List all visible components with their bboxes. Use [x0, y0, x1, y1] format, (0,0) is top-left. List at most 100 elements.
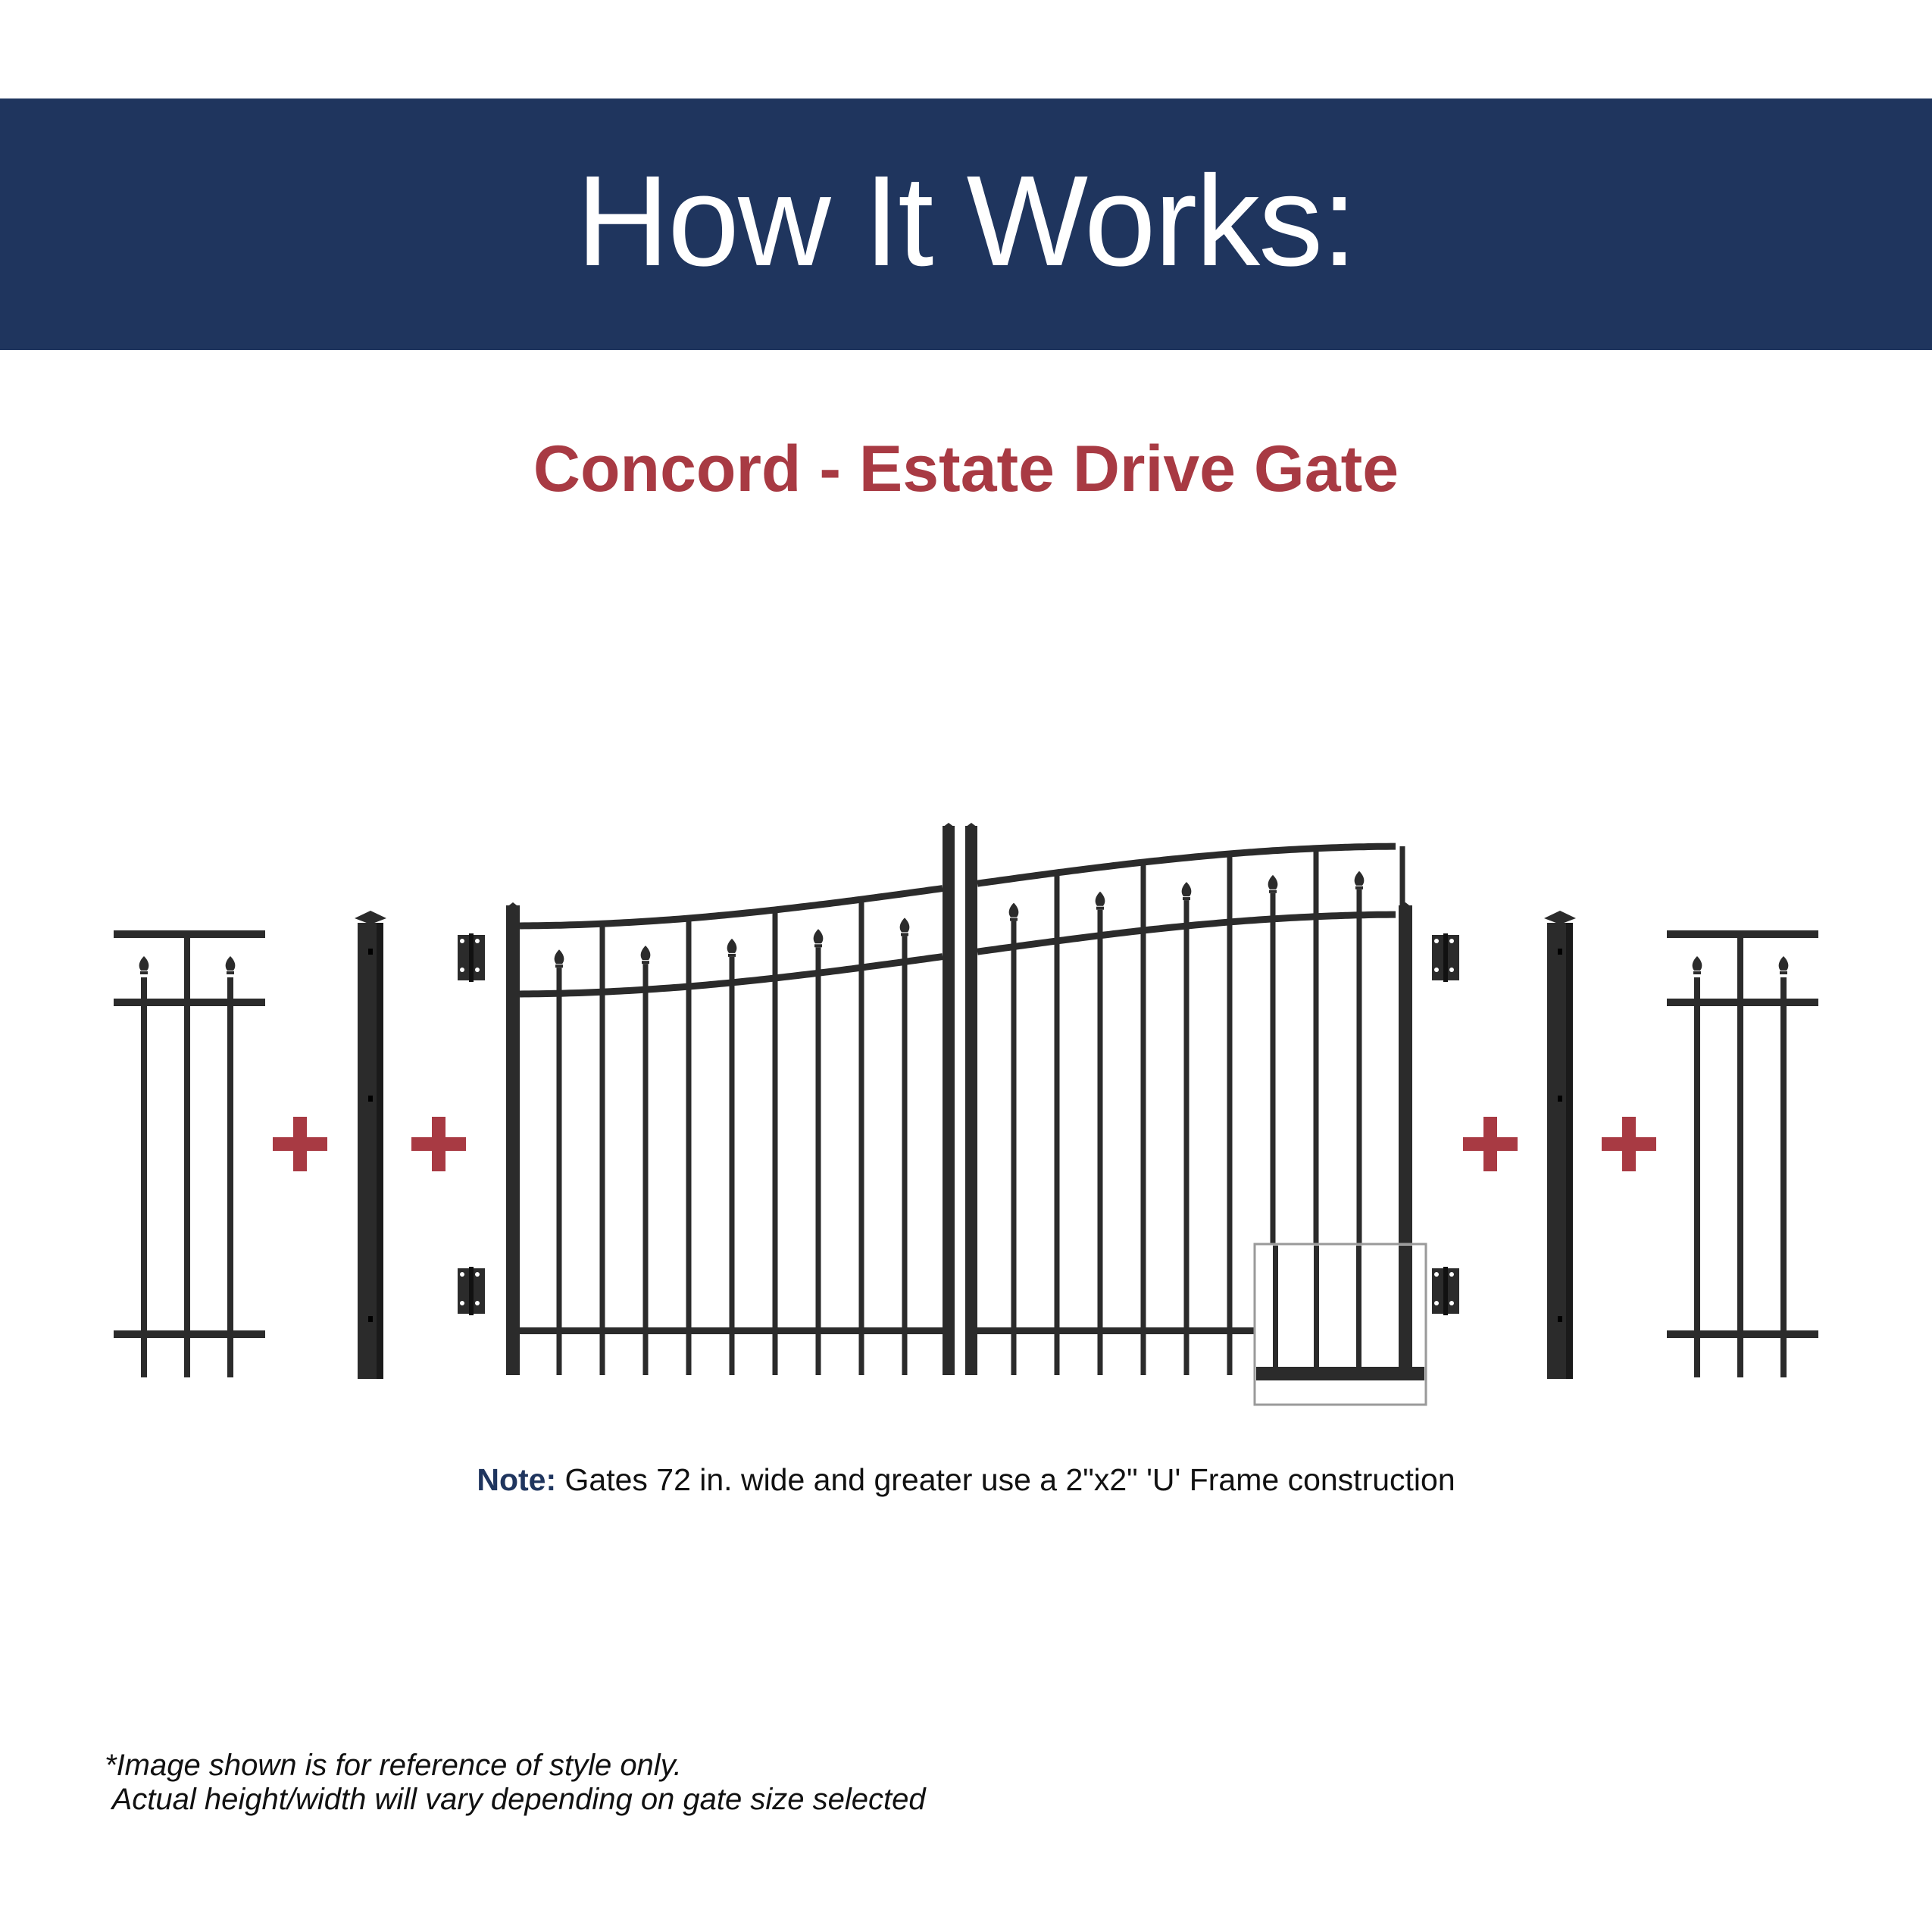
gate-picket	[1140, 862, 1146, 1375]
gate-picket	[858, 899, 864, 1375]
post-cap-icon	[965, 823, 977, 827]
u-frame-picket	[1273, 1246, 1278, 1367]
panel-picket	[141, 977, 147, 1377]
finial-collar	[1096, 906, 1104, 910]
product-subtitle: Concord - Estate Drive Gate	[533, 433, 1399, 505]
post-hole	[368, 1316, 373, 1322]
finial-icon	[1095, 891, 1105, 906]
finial-collar	[1693, 971, 1701, 974]
finial-collar	[1269, 889, 1277, 893]
gate-picket	[1399, 846, 1405, 1375]
u-frame-picket	[1356, 1246, 1361, 1367]
hinge-screw	[475, 1272, 480, 1277]
post-hole	[1558, 949, 1562, 955]
gate-center-post	[965, 826, 977, 1375]
finial-collar	[1010, 918, 1018, 921]
hinge-screw	[475, 939, 480, 943]
post-cap-icon	[943, 823, 955, 827]
hinge-screw	[475, 1301, 480, 1305]
fence-post-right	[1544, 911, 1576, 1379]
finial-collar	[1183, 897, 1190, 901]
panel-picket	[227, 977, 233, 1377]
finial-collar	[728, 953, 736, 957]
gate-picket	[772, 909, 778, 1375]
finial-icon	[1354, 871, 1365, 886]
finial-collar	[140, 971, 148, 974]
finial-icon	[1181, 882, 1192, 897]
post-cap-icon	[355, 911, 386, 924]
gate-picket	[815, 947, 821, 1375]
gate-picket	[902, 936, 908, 1375]
u-frame-stile	[1399, 1246, 1412, 1380]
gate-top-arch-rail	[519, 885, 943, 930]
frame-note: Note: Gates 72 in. wide and greater use …	[0, 1462, 1932, 1498]
disclaimer: *Image shown is for reference of style o…	[105, 1749, 926, 1817]
gate-picket	[1227, 853, 1233, 1375]
hinge-knuckle	[469, 1267, 474, 1315]
plus-signs	[273, 1117, 1656, 1171]
finial-collar	[814, 944, 822, 948]
hinge-screw	[1449, 1301, 1454, 1305]
panel-picket	[1737, 938, 1743, 1377]
fence-panel-left	[114, 930, 265, 1377]
hinge-screw	[1434, 1272, 1439, 1277]
post-hole	[1558, 1096, 1562, 1102]
gate-top-arch-rail	[977, 843, 1396, 887]
gate-picket	[1097, 909, 1103, 1375]
finial-collar	[642, 961, 649, 964]
finial-icon	[640, 946, 651, 961]
gate-picket	[642, 964, 649, 1375]
note-text: Gates 72 in. wide and greater use a 2"x2…	[556, 1462, 1455, 1497]
gate-picket	[1356, 889, 1362, 1375]
hinge-screw	[460, 1301, 464, 1305]
panel-top-rail	[114, 930, 265, 938]
gate-picket	[1270, 893, 1276, 1375]
post-shade	[377, 923, 383, 1379]
hinge-screw	[1449, 939, 1454, 943]
gate-picket	[599, 924, 605, 1375]
gate-picket	[729, 956, 735, 1375]
post-cap-icon	[1544, 911, 1576, 924]
u-frame-callout	[1253, 1243, 1427, 1406]
finial-icon	[813, 929, 824, 944]
finial-collar	[1780, 971, 1787, 974]
panel-picket	[1694, 977, 1700, 1377]
hinge-screw	[460, 968, 464, 972]
hinge-screw	[460, 939, 464, 943]
u-frame-picket	[1314, 1246, 1319, 1367]
finial-collar	[901, 933, 908, 936]
finial-icon	[1778, 956, 1789, 971]
gate-assembly-diagram	[114, 823, 1818, 1406]
panel-top-rail	[1667, 930, 1818, 938]
hinge-screw	[1434, 939, 1439, 943]
double-drive-gate	[506, 823, 1412, 1375]
finial-collar	[1355, 886, 1363, 889]
finial-icon	[899, 918, 910, 933]
gate-picket	[1313, 848, 1319, 1375]
hinge-screw	[475, 968, 480, 972]
plus-icon	[1483, 1117, 1497, 1171]
finial-icon	[1008, 902, 1019, 918]
post-hole	[1558, 1316, 1562, 1322]
plus-icon	[432, 1117, 445, 1171]
disclaimer-line-2: Actual height/width will vary depending …	[105, 1783, 926, 1816]
hinge-screw	[460, 1272, 464, 1277]
finial-icon	[1268, 874, 1278, 889]
header-band: How It Works:	[0, 98, 1932, 350]
plus-icon	[1622, 1117, 1636, 1171]
hinge-knuckle	[1443, 933, 1448, 982]
u-frame-bottom	[1256, 1367, 1424, 1380]
fence-panel-right	[1667, 930, 1818, 1377]
finial-icon	[139, 956, 149, 971]
finial-collar	[555, 964, 563, 968]
fence-post-left	[355, 911, 386, 1379]
hinges	[458, 933, 1459, 1315]
disclaimer-line-1: *Image shown is for reference of style o…	[105, 1749, 682, 1782]
gate-picket	[1183, 900, 1190, 1375]
gate-stile	[506, 905, 520, 1375]
gate-picket	[686, 918, 692, 1375]
hinge-screw	[1449, 1272, 1454, 1277]
hinge-screw	[1434, 968, 1439, 972]
finial-icon	[554, 949, 564, 964]
panel-picket	[184, 938, 190, 1377]
